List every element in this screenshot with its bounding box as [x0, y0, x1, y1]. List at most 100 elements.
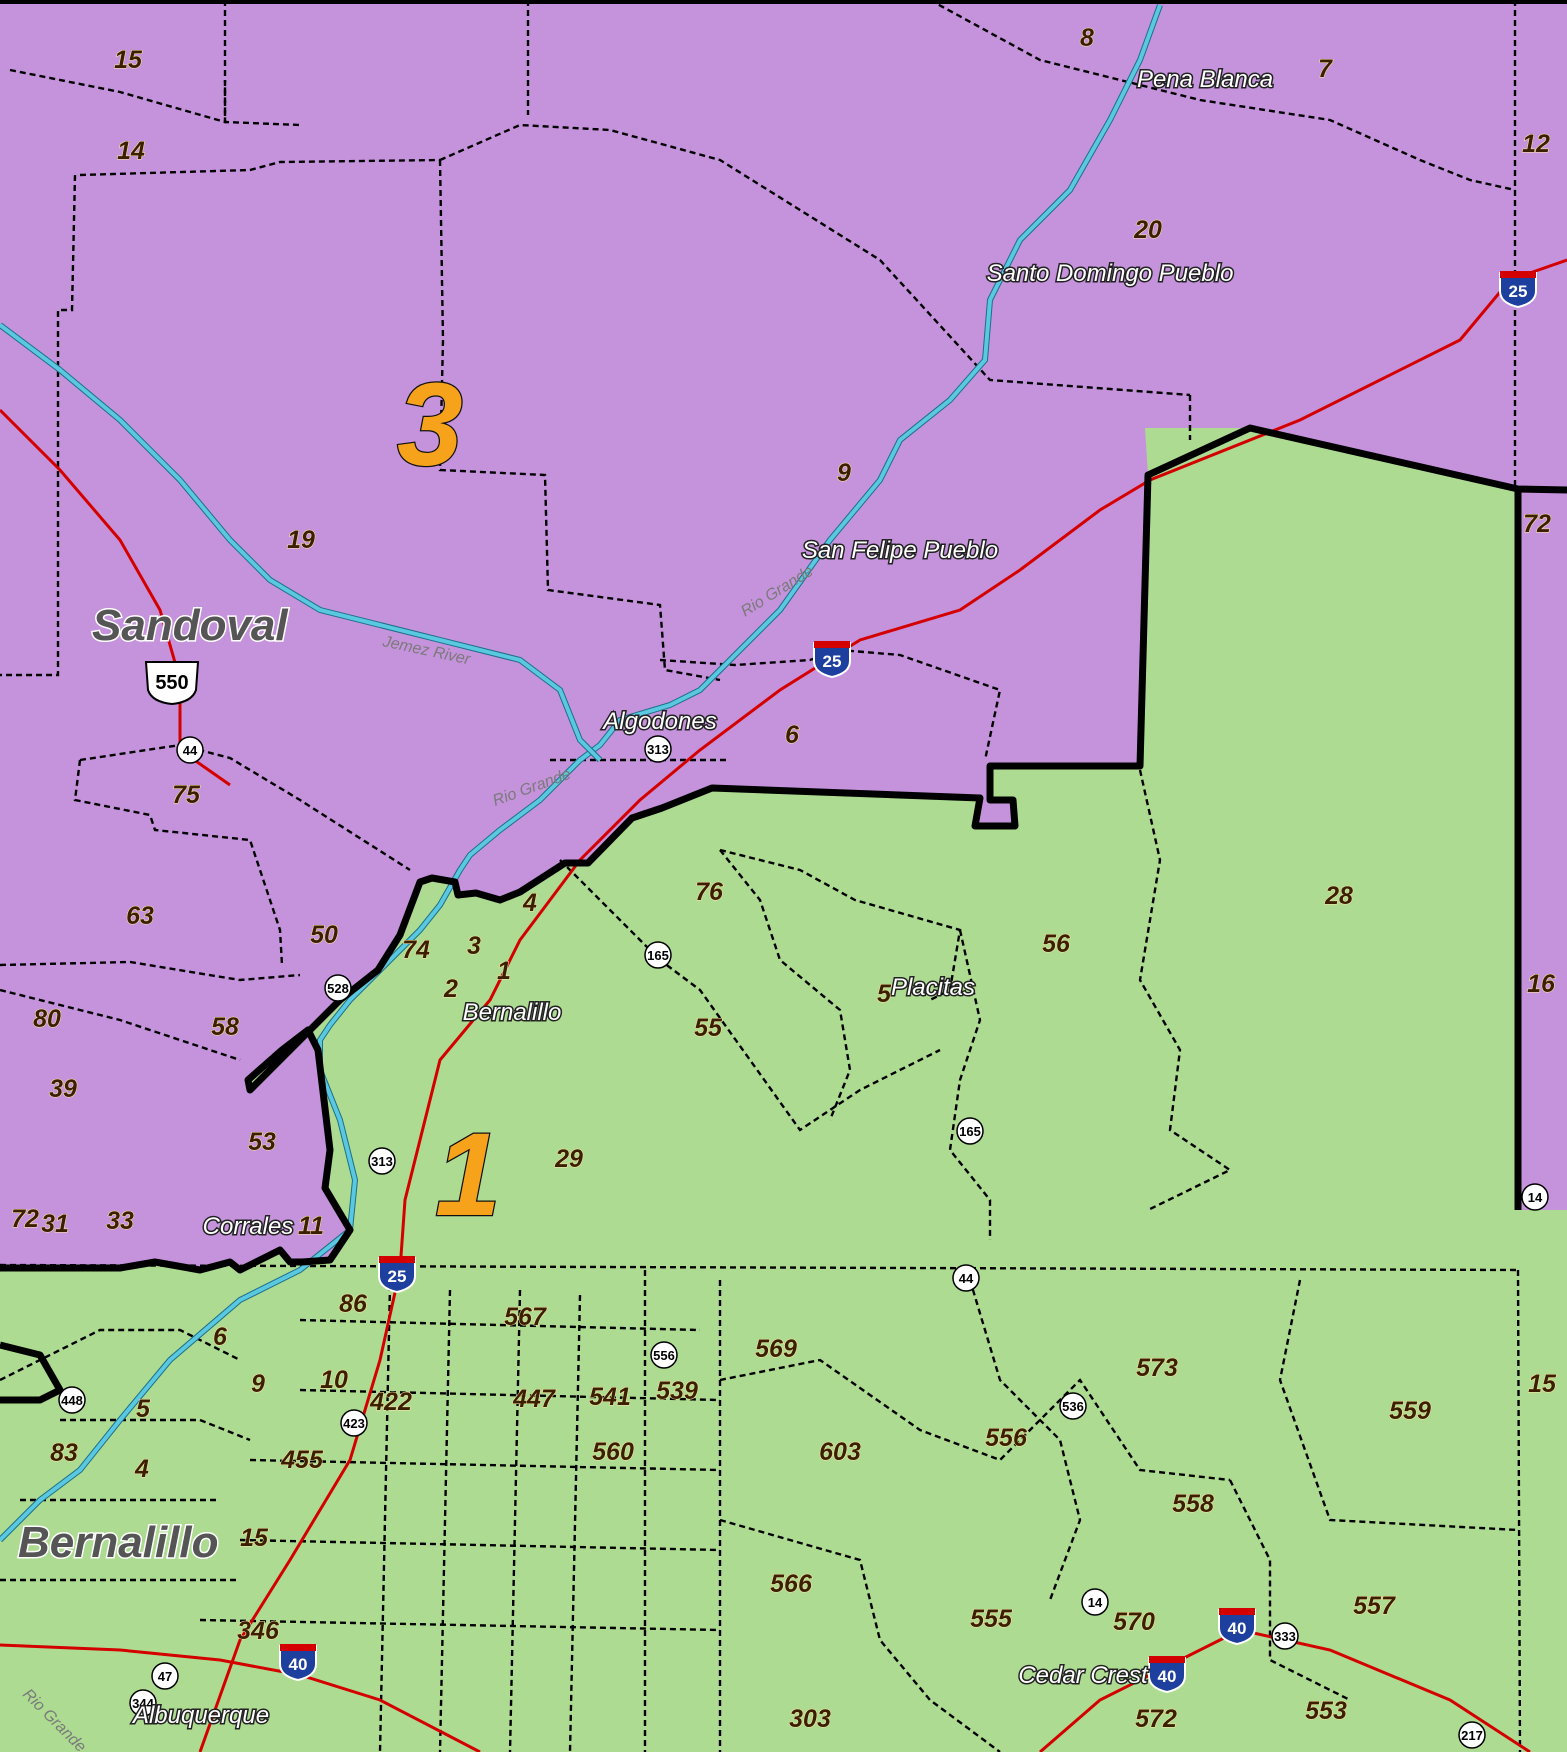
precinct-label: 541 [589, 1383, 631, 1411]
precinct-label: 573 [1136, 1354, 1178, 1382]
precinct-label: 567 [504, 1303, 547, 1331]
precinct-labels: 15 8 7 14 12 20 9 19 6 75 4 76 28 63 50 … [11, 24, 1558, 1734]
precinct-label: 55 [694, 1014, 723, 1042]
svg-text:40: 40 [1228, 1619, 1247, 1638]
svg-text:313: 313 [371, 1154, 393, 1169]
svg-text:550: 550 [155, 672, 188, 694]
precinct-label: 6 [785, 721, 800, 749]
precinct-label: 14 [117, 137, 145, 165]
precinct-label: 19 [287, 526, 315, 554]
precinct-label: 569 [755, 1335, 797, 1363]
precinct-label: 53 [248, 1128, 276, 1156]
precinct-label: 603 [819, 1438, 861, 1466]
svg-text:217: 217 [1461, 1728, 1483, 1743]
interstate-25 [198, 258, 1567, 1752]
place-label: Corrales [203, 1213, 294, 1240]
precinct-label: 303 [789, 1705, 831, 1733]
county-label-bernalillo: Bernalillo [18, 1518, 219, 1567]
precinct-label: 80 [33, 1005, 61, 1033]
state-route-marker: 528 [324, 974, 352, 1002]
svg-text:536: 536 [1062, 1399, 1084, 1414]
precinct-label: 15 [1528, 1370, 1557, 1398]
interstate-40 [0, 1643, 481, 1752]
state-route-marker: 14 [1081, 1588, 1109, 1616]
precinct-label: 16 [1527, 970, 1556, 998]
precinct-label: 15 [114, 46, 143, 74]
precinct-label: 447 [512, 1385, 556, 1413]
interstate-shield: 25 [378, 1256, 416, 1294]
svg-text:25: 25 [388, 1267, 407, 1286]
state-route-marker: 165 [956, 1117, 984, 1145]
us-route-shield: 550 [144, 661, 200, 706]
state-route-marker: 14 [1521, 1183, 1549, 1211]
precinct-label: 1 [497, 957, 511, 985]
precinct-label: 8 [1080, 24, 1094, 52]
svg-text:47: 47 [158, 1669, 172, 1684]
precinct-label: 31 [41, 1210, 69, 1238]
place-label: Placitas [891, 974, 975, 1001]
precinct-label: 76 [695, 878, 724, 906]
precinct-label: 4 [134, 1455, 149, 1483]
place-label: Bernalillo [463, 999, 562, 1026]
svg-text:14: 14 [1088, 1595, 1103, 1610]
precinct-label: 7 [1318, 55, 1333, 83]
state-route-marker: 47 [151, 1662, 179, 1690]
precinct-label: 556 [985, 1424, 1028, 1452]
svg-text:528: 528 [327, 981, 349, 996]
precinct-label: 5 [136, 1395, 151, 1423]
precinct-label: 29 [554, 1145, 583, 1173]
svg-text:14: 14 [1528, 1190, 1543, 1205]
precinct-label: 11 [298, 1212, 324, 1240]
precinct-label: 28 [1324, 882, 1353, 910]
county-label-sandoval: Sandoval [92, 601, 288, 650]
state-route-marker: 448 [58, 1386, 86, 1414]
precinct-label: 570 [1113, 1608, 1155, 1636]
state-route-marker: 313 [644, 735, 672, 763]
state-route-marker: 44 [176, 736, 204, 764]
precinct-label: 6 [213, 1323, 228, 1351]
precinct-label: 12 [1522, 130, 1550, 158]
place-label: Cedar Crest [1018, 1662, 1149, 1689]
district-1-area [0, 428, 1567, 1752]
district-3-east [1518, 480, 1567, 1210]
precinct-label: 555 [970, 1605, 1013, 1633]
svg-text:423: 423 [343, 1416, 365, 1431]
precinct-label: 572 [1135, 1705, 1177, 1733]
precinct-label: 559 [1389, 1397, 1431, 1425]
precinct-label: 58 [211, 1013, 239, 1041]
precinct-label: 560 [592, 1438, 634, 1466]
precinct-label: 63 [126, 902, 154, 930]
district-boundary [0, 424, 1567, 1404]
state-route-marker: 423 [340, 1409, 368, 1437]
precinct-label: 3 [467, 932, 481, 960]
state-route-marker: 313 [368, 1147, 396, 1175]
state-route-marker: 44 [952, 1264, 980, 1292]
precinct-label: 553 [1305, 1697, 1347, 1725]
rio-grande-river [0, 3, 1163, 1543]
svg-text:44: 44 [959, 1271, 974, 1286]
precinct-label: 9 [251, 1370, 265, 1398]
map-top-border [0, 0, 1567, 4]
precinct-label: 72 [11, 1205, 39, 1233]
interstate-shield: 25 [1499, 271, 1537, 309]
svg-text:25: 25 [1509, 282, 1528, 301]
place-label: Algodones [601, 708, 716, 735]
precinct-label: 10 [320, 1366, 348, 1394]
precinct-label: 557 [1353, 1592, 1396, 1620]
precinct-label: 2 [443, 975, 458, 1003]
precinct-label: 4 [522, 889, 537, 917]
precinct-label: 558 [1172, 1490, 1214, 1518]
precinct-label: 33 [106, 1207, 134, 1235]
state-route-marker: 556 [650, 1341, 678, 1369]
precinct-label: 39 [49, 1075, 77, 1103]
svg-text:40: 40 [289, 1655, 308, 1674]
precinct-label: 20 [1133, 216, 1162, 244]
jemez-river [0, 322, 603, 763]
precinct-label: 346 [237, 1617, 280, 1645]
svg-text:556: 556 [653, 1348, 675, 1363]
precinct-label: 455 [280, 1446, 324, 1474]
precinct-label: 83 [50, 1439, 78, 1467]
precinct-label: 56 [1042, 930, 1071, 958]
